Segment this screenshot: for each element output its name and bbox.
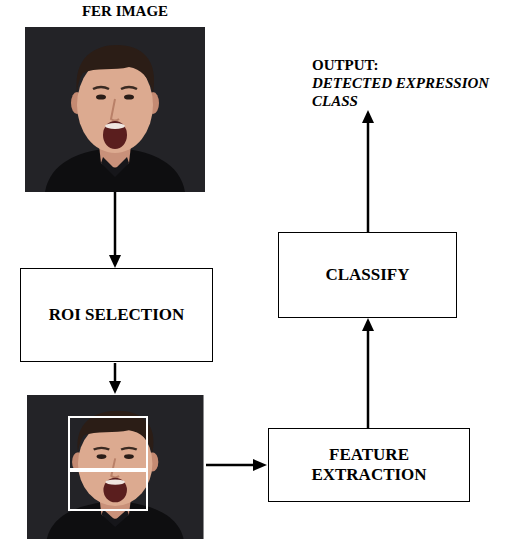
node-text: OUTPUT: <box>312 56 518 74</box>
node-text: DETECTED EXPRESSION CLASS <box>312 74 518 110</box>
node-text: ROI SELECTION <box>49 305 185 325</box>
roi-rect-eyes <box>69 417 147 469</box>
arrow-line <box>367 330 370 428</box>
arrow-head <box>109 255 121 268</box>
process-box: ROI SELECTION <box>20 268 213 362</box>
fer-photo <box>25 27 205 192</box>
arrow-head <box>109 381 121 394</box>
node-text: FER IMAGE <box>25 2 225 20</box>
process-box: CLASSIFY <box>278 232 457 318</box>
roi-rect-mouth <box>69 471 147 510</box>
flow-arrow <box>362 110 374 232</box>
arrow-line <box>367 122 370 232</box>
arrow-head <box>362 318 374 331</box>
image-heading: FER IMAGE <box>25 2 225 192</box>
arrow-head <box>253 459 267 471</box>
flow-arrow <box>109 192 121 268</box>
roi-photo <box>27 395 203 539</box>
output-label: OUTPUT:DETECTED EXPRESSION CLASS <box>312 56 518 110</box>
arrow-line <box>114 192 117 256</box>
node-text: FEATURE EXTRACTION <box>277 445 461 486</box>
flow-arrow <box>362 318 374 428</box>
process-box: FEATURE EXTRACTION <box>268 428 470 502</box>
flow-arrow <box>114 363 117 382</box>
node-text: CLASSIFY <box>325 265 409 285</box>
flow-arrow <box>206 464 254 467</box>
arrow-head <box>362 110 374 123</box>
